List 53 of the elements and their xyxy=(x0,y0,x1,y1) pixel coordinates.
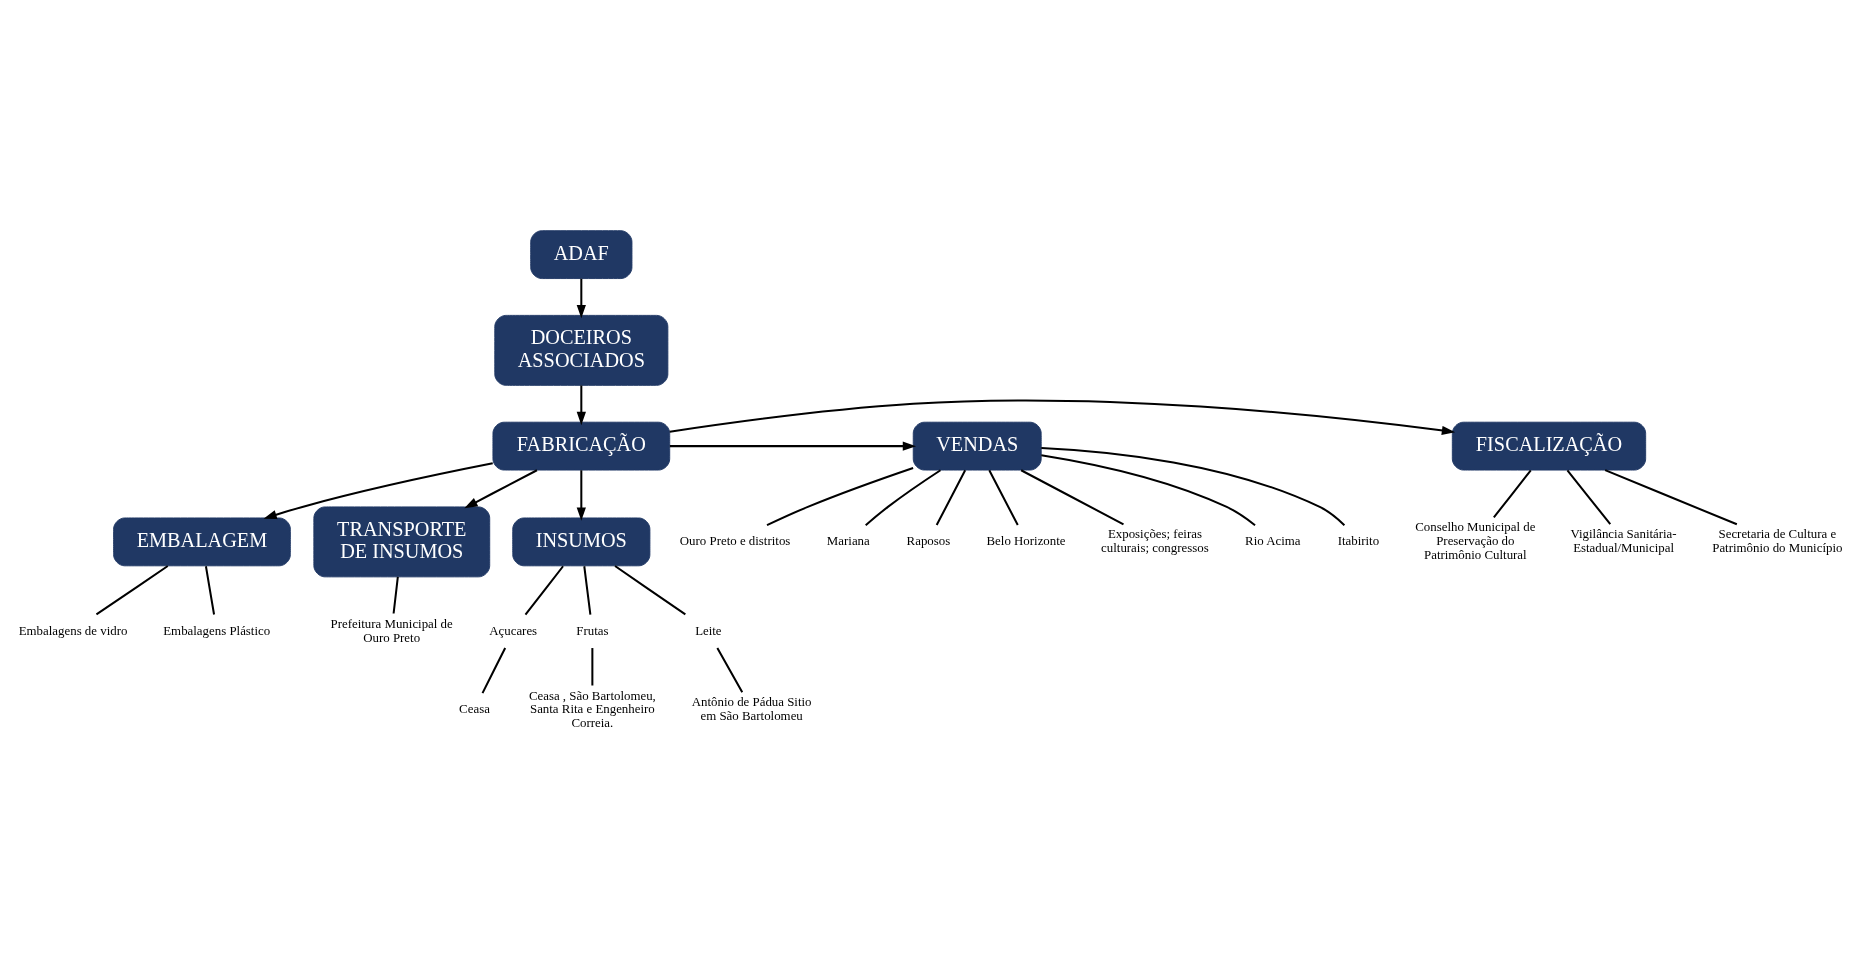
node-text: Ceasa xyxy=(459,702,490,717)
node-box: FISCALIZAÇÃO xyxy=(1451,421,1647,471)
node-text: Ouro Preto e distritos xyxy=(679,534,791,549)
connector xyxy=(524,565,564,616)
node-text: Belo Horizonte xyxy=(986,534,1066,549)
node-text: Mariana xyxy=(826,534,870,549)
arrow xyxy=(576,278,586,319)
connector xyxy=(865,469,942,526)
node-text: Itabirito xyxy=(1337,534,1380,549)
connector xyxy=(583,566,592,615)
connector xyxy=(1604,469,1738,526)
arrow xyxy=(669,441,917,451)
node-text: Antônio de Pádua Sitio em São Bartolomeu xyxy=(691,695,812,724)
node-box: VENDAS xyxy=(912,421,1042,471)
connector xyxy=(95,565,169,616)
connector xyxy=(204,566,216,615)
node-text: Conselho Municipal de Preservação do Patrimônio Cultural xyxy=(1415,520,1536,563)
connector xyxy=(591,648,594,686)
node-text: Exposições; feiras culturais; congressos xyxy=(1101,527,1209,556)
node-text: Embalagens Plástico xyxy=(163,623,271,638)
node-text: Raposos xyxy=(906,534,951,549)
arrow xyxy=(669,399,1456,436)
arrow xyxy=(464,469,538,509)
node-text: Açucares xyxy=(489,623,538,638)
connector xyxy=(1566,469,1612,525)
arrow xyxy=(263,462,493,520)
connector xyxy=(988,469,1019,526)
connector xyxy=(1020,469,1124,526)
node-text: Leite xyxy=(695,623,722,638)
node-text: Secretaria de Cultura e Patrimônio do Município xyxy=(1712,527,1843,556)
node-box: TRANSPORTE DE INSUMOS xyxy=(313,506,491,578)
node-text: Prefeitura Municipal de Ouro Preto xyxy=(330,616,453,645)
node-text: Ceasa , São Bartolomeu, Santa Rita e Engenheiro Correia. xyxy=(528,688,656,731)
connector xyxy=(1493,469,1532,518)
node-text: Rio Acima xyxy=(1245,534,1301,549)
node-box: FABRICAÇÃO xyxy=(492,421,671,471)
node-text: Embalagens de vidro xyxy=(18,623,128,638)
node-box: DOCEIROS ASSOCIADOS xyxy=(494,314,669,386)
connector xyxy=(1041,446,1346,526)
connector xyxy=(1041,454,1256,526)
connector xyxy=(392,576,399,614)
connector xyxy=(935,469,967,526)
arrow xyxy=(576,385,586,426)
node-box: EMBALAGEM xyxy=(113,517,291,567)
connector xyxy=(481,647,507,694)
connector xyxy=(716,647,744,693)
arrow xyxy=(576,470,586,521)
connector xyxy=(614,565,686,616)
node-box: ADAF xyxy=(530,230,633,279)
node-box: INSUMOS xyxy=(512,517,651,567)
node-text: Vigilância Sanitária- Estadual/Municipal xyxy=(1570,527,1677,556)
node-text: Frutas xyxy=(576,623,609,638)
connector xyxy=(766,467,914,527)
